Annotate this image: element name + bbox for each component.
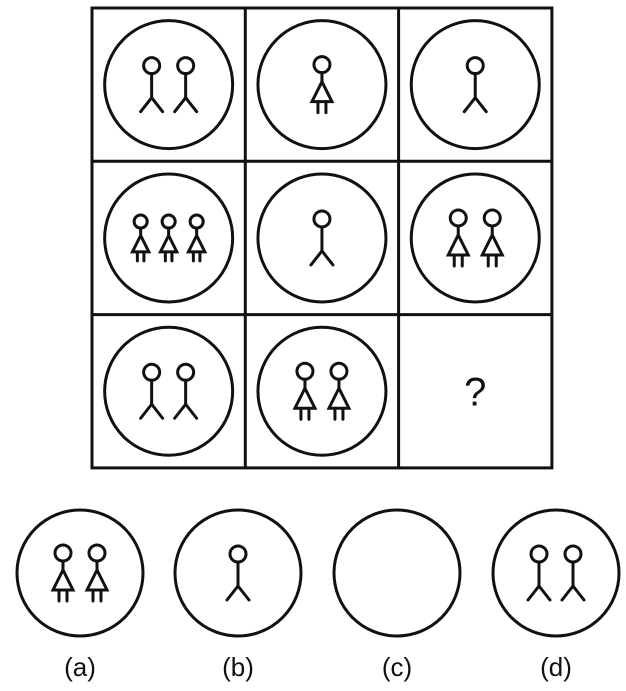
female-figure	[160, 215, 176, 261]
female-figure	[448, 210, 468, 266]
circle-outline	[334, 510, 460, 636]
male-figure	[141, 364, 163, 418]
grid-cell-2	[258, 21, 386, 149]
circle-outline	[17, 510, 143, 636]
grid-cell-7	[105, 327, 233, 455]
option-c[interactable]: (c)	[334, 510, 460, 682]
male-figure	[464, 58, 486, 112]
option-d[interactable]: (d)	[493, 510, 619, 682]
option-label: (b)	[222, 652, 254, 682]
female-figure	[188, 215, 204, 261]
option-figure	[493, 510, 619, 636]
male-figure	[141, 58, 163, 112]
grid-cell-8	[258, 327, 386, 455]
circle-outline	[105, 21, 233, 149]
female-figure	[312, 57, 332, 113]
option-label: (c)	[382, 652, 412, 682]
grid-cell-1	[105, 21, 233, 149]
option-figure	[17, 510, 143, 636]
grid-cell-3	[411, 21, 539, 149]
answer-options: (a) (b) (c) (d)	[17, 510, 619, 682]
option-label: (d)	[540, 652, 572, 682]
female-figure	[329, 363, 349, 419]
option-b[interactable]: (b)	[175, 510, 301, 682]
option-figure	[334, 510, 460, 636]
option-figure	[175, 510, 301, 636]
male-figure	[227, 546, 249, 600]
male-figure	[528, 546, 550, 600]
male-figure	[562, 546, 584, 600]
female-figure	[53, 545, 73, 601]
circle-outline	[493, 510, 619, 636]
grid-cell-6	[411, 174, 539, 302]
puzzle-grid: ?	[92, 8, 552, 468]
question-mark: ?	[464, 370, 486, 414]
female-figure	[132, 215, 148, 261]
option-a[interactable]: (a)	[17, 510, 143, 682]
circle-outline	[411, 174, 539, 302]
female-figure	[482, 210, 502, 266]
male-figure	[175, 364, 197, 418]
female-figure	[295, 363, 315, 419]
circle-outline	[258, 327, 386, 455]
grid-cell-5	[258, 174, 386, 302]
grid-cell-4	[105, 174, 233, 302]
male-figure	[311, 211, 333, 265]
male-figure	[175, 58, 197, 112]
option-label: (a)	[64, 652, 96, 682]
circle-outline	[105, 327, 233, 455]
female-figure	[87, 545, 107, 601]
